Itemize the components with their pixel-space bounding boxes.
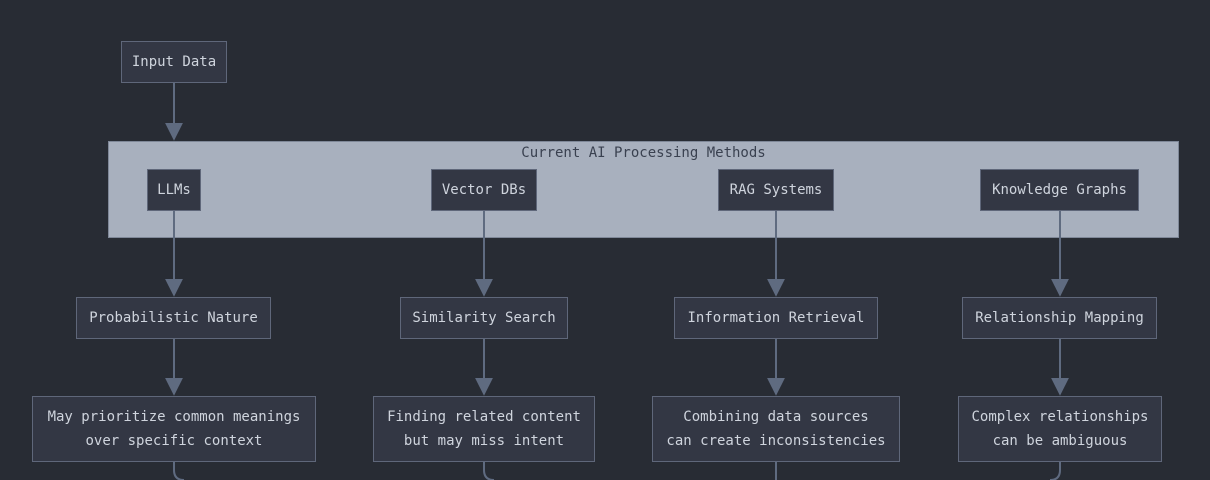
vector-dbs-issue-line-2: but may miss intent [403,433,565,449]
edge-kg-issue-out [1049,462,1061,480]
knowledge-graphs-label: Knowledge Graphs [992,182,1127,198]
cluster-title: Current AI Processing Methods [521,145,766,161]
rag-systems-issue-node: Combining data sources can create incons… [652,396,900,462]
probabilistic-nature-label: Probabilistic Nature [89,310,258,326]
rag-systems-label: RAG Systems [729,182,823,198]
similarity-search-label: Similarity Search [412,310,556,326]
vector-dbs-issue-line-1: Finding related content [387,409,581,425]
vector-dbs-issue-node: Finding related content but may miss int… [373,396,595,462]
relationship-mapping-label: Relationship Mapping [975,310,1144,326]
edge-llms-issue-out [173,462,185,480]
vector-dbs-label: Vector DBs [441,182,527,198]
input-data-label: Input Data [131,54,217,70]
llms-issue-node: May prioritize common meanings over spec… [32,396,316,462]
rag-systems-issue-line-2: can create inconsistencies [666,433,886,449]
rag-systems-issue-line-1: Combining data sources [683,409,869,425]
llms-issue-line-1: May prioritize common meanings [47,409,301,425]
knowledge-graphs-issue-line-1: Complex relationships [971,409,1149,425]
similarity-search-node: Similarity Search [400,297,568,339]
llms-issue-line-2: over specific context [85,433,263,449]
rag-systems-node: RAG Systems [718,169,834,211]
information-retrieval-label: Information Retrieval [687,310,865,326]
llms-node: LLMs [147,169,201,211]
knowledge-graphs-issue-node: Complex relationships can be ambiguous [958,396,1162,462]
input-data-node: Input Data [121,41,227,83]
knowledge-graphs-issue-line-2: can be ambiguous [992,433,1128,449]
vector-dbs-node: Vector DBs [431,169,537,211]
llms-label: LLMs [157,182,191,198]
edge-vectordb-issue-out [483,462,495,480]
information-retrieval-node: Information Retrieval [674,297,878,339]
knowledge-graphs-node: Knowledge Graphs [980,169,1139,211]
probabilistic-nature-node: Probabilistic Nature [76,297,271,339]
relationship-mapping-node: Relationship Mapping [962,297,1157,339]
